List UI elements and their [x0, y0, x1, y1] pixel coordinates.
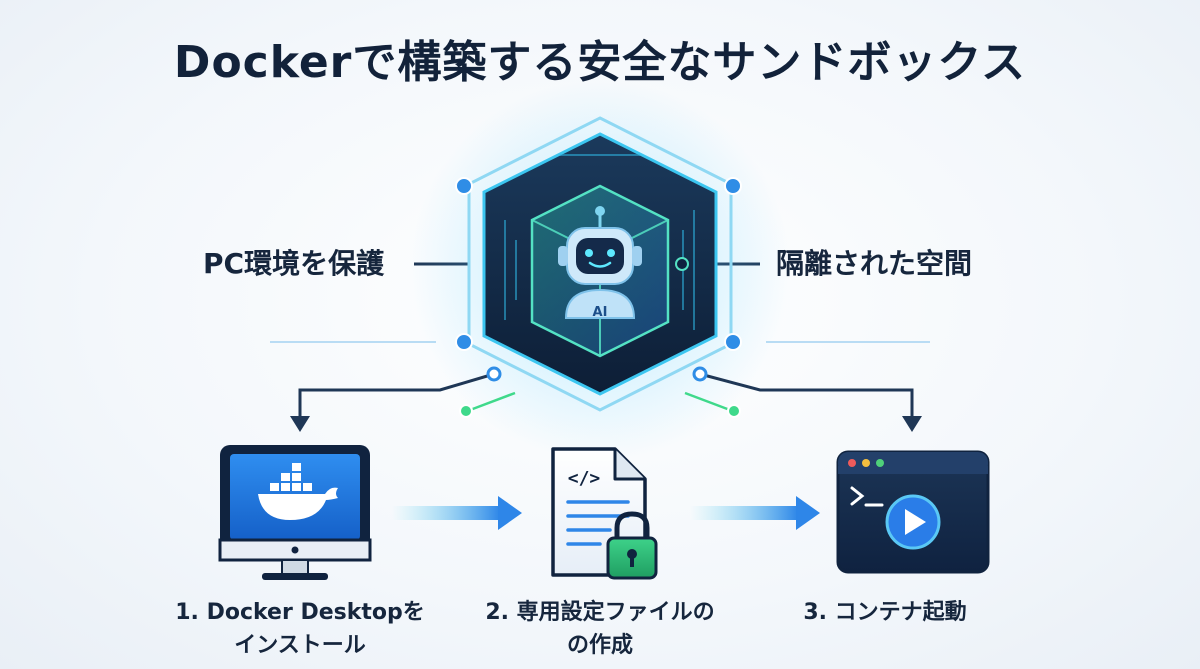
robot-ai-badge: AI: [593, 305, 608, 320]
step-1-line1: 1. Docker Desktopを: [175, 600, 425, 625]
step-3-label: 3. コンテナ起動: [755, 596, 1015, 629]
step-2-line2: の作成: [566, 633, 633, 658]
step-2-line1: 2. 専用設定ファイルの: [485, 600, 715, 625]
locked-config-file-icon: </>: [551, 447, 658, 580]
docker-desktop-monitor-icon: [218, 445, 372, 580]
terminal-play-window-icon: [836, 450, 990, 574]
step-2-label: 2. 専用設定ファイルの の作成: [450, 596, 750, 662]
step-1-label: 1. Docker Desktopを インストール: [150, 596, 450, 662]
ai-robot-icon: AI: [558, 206, 642, 320]
step-1-line2: インストール: [234, 633, 366, 658]
page-title: Dockerで構築する安全なサンドボックス: [173, 37, 1027, 88]
arrow-step2-to-step3: [690, 496, 820, 530]
isolated-space-label: 隔離された空間: [776, 247, 973, 280]
arrow-step1-to-step2: [392, 496, 522, 530]
protect-pc-label: PC環境を保護: [203, 247, 385, 280]
step-3-line1: 3. コンテナ起動: [803, 600, 967, 625]
svg-text:</>: </>: [568, 468, 601, 489]
branch-connectors: [290, 366, 922, 432]
